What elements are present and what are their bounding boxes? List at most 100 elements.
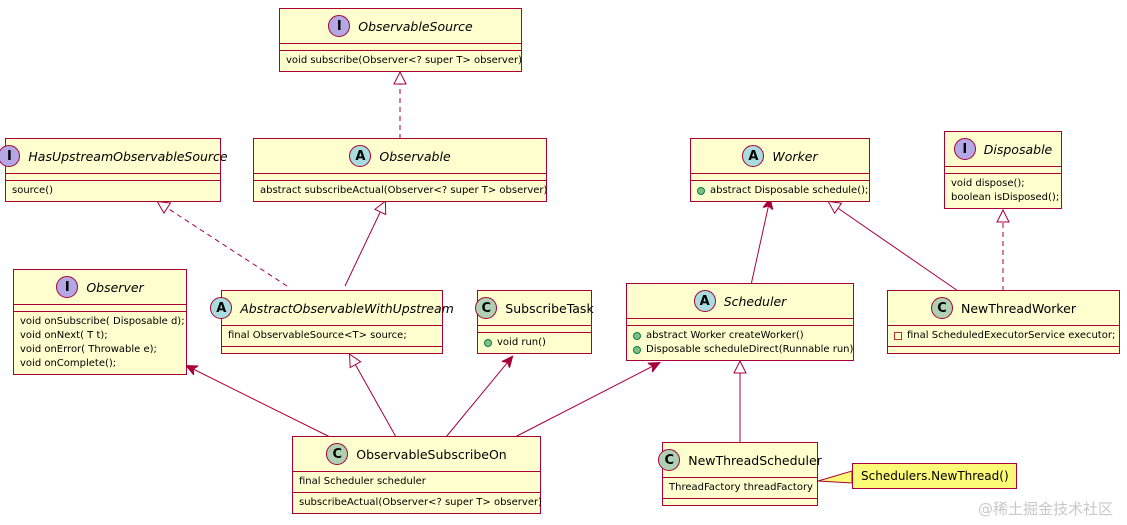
class-has-upstream-observable-source: I HasUpstreamObservableSource source()	[0, 138, 228, 202]
method: void run()	[497, 337, 546, 348]
class-name: ObservableSource	[358, 18, 473, 34]
class-name: ObservableSubscribeOn	[356, 446, 507, 462]
methods-section	[888, 346, 1119, 353]
edge-upstream-extends-observable	[344, 202, 385, 287]
class-observer: I Observer void onSubscribe( Disposable …	[13, 269, 187, 375]
fields-section	[691, 173, 869, 180]
methods-section: source()	[6, 180, 220, 201]
method: void onNext( T t);	[20, 330, 108, 341]
edge-subscribeon-extends-upstream	[350, 355, 397, 438]
method: void onComplete();	[20, 358, 117, 369]
edge-newthreadworker-extends-worker	[829, 202, 959, 292]
method-row: abstract Disposable schedule();	[697, 184, 868, 198]
private-visibility-icon	[894, 332, 902, 340]
method: abstract Worker createWorker()	[646, 330, 804, 341]
method: boolean isDisposed();	[951, 192, 1060, 203]
method: void dispose();	[951, 178, 1025, 189]
public-visibility-icon	[633, 346, 641, 354]
edge-subscribeon-uses-scheduler	[514, 363, 659, 438]
method: source()	[12, 185, 54, 196]
field: final ScheduledExecutorService executor;	[907, 330, 1116, 341]
fields-section	[945, 166, 1061, 173]
field: ThreadFactory threadFactory	[669, 482, 813, 493]
class-name: Observable	[379, 148, 451, 164]
watermark: @稀土掘金技术社区	[977, 500, 1113, 518]
method: void onSubscribe( Disposable d);	[20, 316, 185, 327]
method: abstract subscribeActual(Observer<? supe…	[260, 185, 548, 196]
class-new-thread-worker: C NewThreadWorker final ScheduledExecuto…	[887, 290, 1120, 354]
class-subscribe-task: C SubscribeTask void run()	[475, 290, 594, 354]
fields-section: final ScheduledExecutorService executor;	[888, 325, 1119, 346]
class-badge-icon: C	[658, 449, 681, 471]
methods-section: abstract Worker createWorker() Disposabl…	[627, 325, 853, 360]
class-observable-subscribe-on: C ObservableSubscribeOn final Scheduler …	[292, 436, 542, 514]
class-scheduler: A Scheduler abstract Worker createWorker…	[626, 283, 854, 361]
method: subscribeActual(Observer<? super T> obse…	[299, 497, 542, 508]
class-observable-source: I ObservableSource void subscribe(Observ…	[279, 8, 522, 72]
field-row: final ScheduledExecutorService executor;	[894, 329, 1116, 343]
method: void onError( Throwable e);	[20, 344, 157, 355]
public-visibility-icon	[484, 339, 492, 347]
class-name: NewThreadScheduler	[688, 452, 822, 468]
public-visibility-icon	[697, 187, 705, 195]
interface-badge-icon: I	[56, 276, 79, 298]
class-abstract-observable-with-upstream: A AbstractObservableWithUpstream final O…	[210, 290, 454, 354]
fields-section	[627, 318, 853, 325]
fields-section	[14, 304, 186, 311]
fields-section: ThreadFactory threadFactory	[663, 477, 817, 498]
interface-badge-icon: I	[328, 15, 351, 37]
interface-badge-icon: I	[0, 145, 21, 167]
methods-section: subscribeActual(Observer<? super T> obse…	[293, 492, 542, 513]
class-name: NewThreadWorker	[960, 300, 1076, 316]
field: final Scheduler scheduler	[299, 476, 426, 487]
method-row: abstract Worker createWorker()	[633, 329, 847, 343]
edge-subscribeon-uses-observer	[187, 366, 331, 438]
class-name: Disposable	[983, 141, 1053, 157]
edge-subscribeon-uses-task	[445, 357, 512, 438]
class-name: Worker	[772, 148, 818, 164]
methods-section: abstract Disposable schedule();	[691, 180, 869, 201]
class-name: AbstractObservableWithUpstream	[240, 300, 454, 316]
method: Disposable scheduleDirect(Runnable run)	[646, 344, 854, 355]
abstract-badge-icon: A	[210, 297, 233, 319]
edge-scheduler-uses-worker	[750, 199, 770, 286]
fields-section	[6, 173, 220, 180]
class-badge-icon: C	[326, 443, 349, 465]
fields-section	[478, 325, 591, 332]
class-name: HasUpstreamObservableSource	[28, 148, 228, 164]
interface-badge-icon: I	[953, 138, 976, 160]
methods-section: void dispose(); boolean isDisposed();	[945, 173, 1061, 208]
public-visibility-icon	[633, 332, 641, 340]
methods-section: void subscribe(Observer<? super T> obser…	[280, 50, 523, 71]
class-name: SubscribeTask	[505, 300, 594, 316]
method: abstract Disposable schedule();	[710, 185, 869, 196]
note-connector	[817, 470, 853, 484]
methods-section: void run()	[478, 332, 591, 353]
abstract-badge-icon: A	[693, 290, 716, 312]
class-new-thread-scheduler: C NewThreadScheduler ThreadFactory threa…	[658, 442, 822, 506]
abstract-badge-icon: A	[349, 145, 372, 167]
class-worker: A Worker abstract Disposable schedule();	[690, 138, 870, 202]
class-name: Scheduler	[723, 293, 787, 309]
class-badge-icon: C	[930, 297, 953, 319]
fields-section	[254, 173, 546, 180]
note-text: Schedulers.NewThread()	[861, 469, 1009, 483]
class-name: Observer	[86, 279, 144, 295]
method-row: void run()	[484, 336, 585, 350]
methods-section: abstract subscribeActual(Observer<? supe…	[254, 180, 548, 201]
edge-upstream-realizes-has-upstream	[158, 202, 288, 287]
method-row: Disposable scheduleDirect(Runnable run)	[633, 343, 853, 357]
class-observable: A Observable abstract subscribeActual(Ob…	[253, 138, 547, 202]
methods-section: void onSubscribe( Disposable d); void on…	[14, 311, 186, 374]
class-badge-icon: C	[475, 297, 498, 319]
class-disposable: I Disposable void dispose(); boolean isD…	[944, 131, 1062, 209]
fields-section: final ObservableSource<T> source;	[222, 325, 442, 346]
abstract-badge-icon: A	[742, 145, 765, 167]
methods-section	[222, 346, 442, 353]
methods-section	[663, 498, 817, 505]
fields-section: final Scheduler scheduler	[293, 471, 540, 492]
method: void subscribe(Observer<? super T> obser…	[286, 55, 523, 66]
field: final ObservableSource<T> source;	[228, 330, 407, 341]
fields-section	[280, 43, 521, 50]
